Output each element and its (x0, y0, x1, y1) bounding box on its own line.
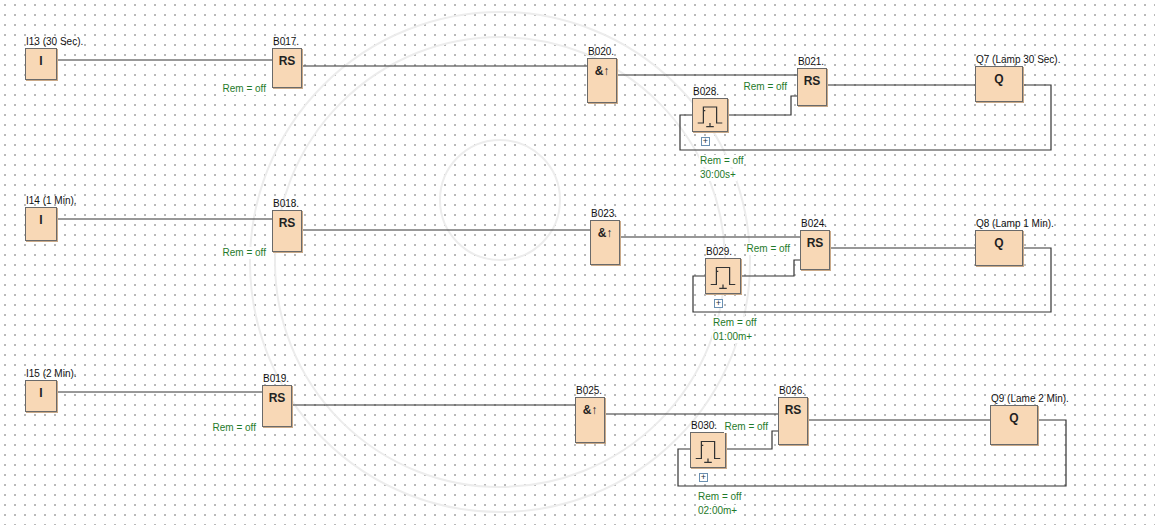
and-edge-block: B023.&↑ (590, 220, 620, 265)
time-parameter: 01:00m+ (712, 331, 753, 343)
block-symbol: RS (801, 231, 829, 250)
block-name: I15 (2 Min). (26, 368, 77, 379)
block-name: B018. (273, 198, 299, 209)
pulse-symbol (693, 99, 727, 131)
io-block: Q8 (Lamp 1 Min).Q (975, 230, 1023, 266)
block-symbol: Q (976, 231, 1022, 250)
rs-flipflop-block: B024.RSRem = off (800, 230, 830, 270)
retentivity-note: Rem = off (212, 422, 257, 434)
block-name: B030. (691, 420, 717, 431)
symbol-text: &↑ (595, 64, 610, 78)
block-name: B024. (801, 218, 827, 229)
block-name: I14 (1 Min). (26, 195, 77, 206)
signal-wire (827, 84, 975, 85)
retentivity-note: Rem = off (746, 243, 791, 255)
symbol-text: RS (807, 236, 824, 250)
block-name: B025. (576, 385, 602, 396)
signal-wire (741, 260, 800, 276)
block-symbol: RS (798, 69, 826, 88)
block-name: B028. (693, 86, 719, 97)
block-symbol: I (26, 208, 56, 227)
parameter-expand-button: + (699, 473, 708, 482)
io-block: Q7 (Lamp 30 Sec).Q (975, 66, 1023, 102)
block-symbol: &↑ (588, 59, 616, 78)
parameter-expand-button: + (714, 299, 723, 308)
block-symbol: RS (779, 398, 807, 417)
symbol-text: RS (804, 74, 821, 88)
io-block: I15 (2 Min).I (25, 380, 57, 412)
io-block: I14 (1 Min).I (25, 207, 57, 241)
block-symbol: RS (273, 49, 301, 68)
retentivity-note: Rem = off (222, 247, 267, 259)
block-symbol: RS (263, 386, 291, 405)
symbol-text: RS (279, 54, 296, 68)
rs-flipflop-block: B018.RSRem = off (272, 210, 302, 252)
symbol-text: I (39, 213, 42, 227)
signal-wire (605, 413, 778, 414)
block-symbol: Q (976, 67, 1022, 86)
block-name: B023. (591, 208, 617, 219)
signal-wire (57, 391, 262, 392)
symbol-text: I (39, 386, 42, 400)
signal-wire (726, 431, 778, 449)
block-symbol: &↑ (591, 221, 619, 240)
rs-flipflop-block: B019.RSRem = off (262, 385, 292, 427)
block-symbol: I (26, 49, 56, 68)
symbol-text: RS (279, 216, 296, 230)
retentivity-note: Rem = off (699, 155, 744, 167)
timer-block: B030.Rem = off02:00m++ (690, 432, 726, 468)
retentivity-note: Rem = off (222, 83, 267, 95)
symbol-text: RS (785, 403, 802, 417)
signal-wire (830, 247, 975, 248)
block-name: B021. (798, 56, 824, 67)
signal-wire (617, 74, 797, 75)
io-block: Q9 (Lame 2 Min).Q (990, 405, 1038, 445)
time-parameter: 02:00m+ (697, 505, 738, 517)
block-symbol: Q (991, 406, 1037, 425)
block-symbol: I (26, 381, 56, 400)
signal-wire (728, 96, 797, 115)
retentivity-note: Rem = off (724, 421, 769, 433)
block-name: I13 (30 Sec). (26, 36, 83, 47)
pulse-symbol (691, 433, 725, 467)
block-name: Q9 (Lame 2 Min). (991, 393, 1069, 404)
rs-flipflop-block: B017.RSRem = off (272, 48, 302, 88)
signal-wire (57, 218, 272, 219)
signal-wire (292, 404, 575, 405)
symbol-text: I (39, 54, 42, 68)
signal-wire (620, 236, 800, 237)
signal-wire (302, 65, 587, 66)
block-name: B026. (779, 385, 805, 396)
block-symbol: &↑ (576, 398, 604, 417)
rs-flipflop-block: B026.RSRem = off (778, 397, 808, 445)
symbol-text: Q (1009, 411, 1018, 425)
block-name: B017. (273, 36, 299, 47)
block-symbol: RS (273, 211, 301, 230)
retentivity-note: Rem = off (697, 491, 742, 503)
timer-block: B028.Rem = off30:00s++ (692, 98, 728, 132)
block-name: Q7 (Lamp 30 Sec). (976, 54, 1060, 65)
symbol-text: RS (269, 391, 286, 405)
symbol-text: Q (994, 72, 1003, 86)
timer-block: B029.Rem = off01:00m++ (705, 258, 741, 294)
symbol-text: &↑ (598, 226, 613, 240)
signal-wire (57, 59, 272, 60)
block-name: B029. (706, 246, 732, 257)
symbol-text: &↑ (583, 403, 598, 417)
and-edge-block: B025.&↑ (575, 397, 605, 443)
symbol-text: Q (994, 236, 1003, 250)
block-name: B020. (588, 46, 614, 57)
signal-wire (808, 419, 990, 420)
time-parameter: 30:00s+ (699, 169, 737, 181)
retentivity-note: Rem = off (743, 81, 788, 93)
block-name: B019. (263, 373, 289, 384)
rs-flipflop-block: B021.RSRem = off (797, 68, 827, 106)
and-edge-block: B020.&↑ (587, 58, 617, 103)
block-name: Q8 (Lamp 1 Min). (976, 218, 1054, 229)
io-block: I13 (30 Sec).I (25, 48, 57, 80)
signal-wire (302, 229, 590, 230)
pulse-symbol (706, 259, 740, 293)
retentivity-note: Rem = off (712, 317, 757, 329)
parameter-expand-button: + (701, 137, 710, 146)
